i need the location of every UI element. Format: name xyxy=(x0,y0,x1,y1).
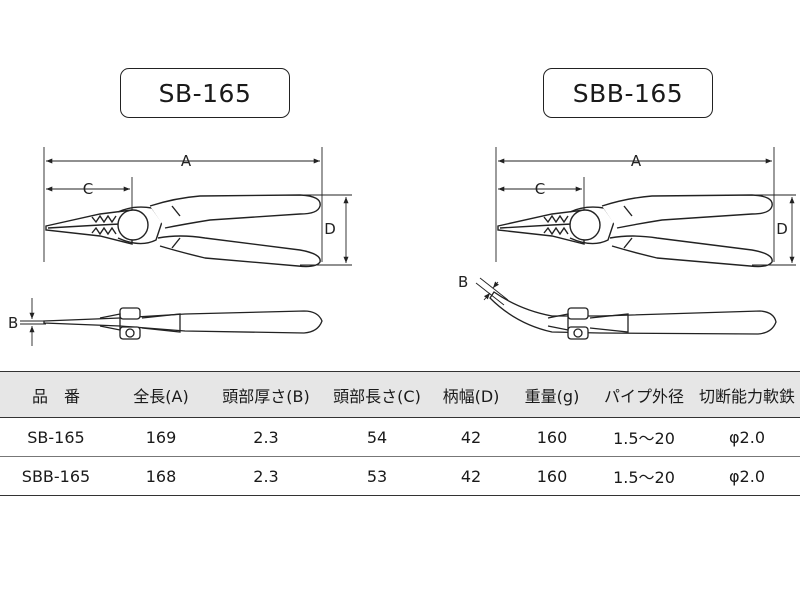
technical-drawings: A C D B A C D xyxy=(8,147,796,346)
pliers-top-view-left xyxy=(45,194,321,268)
table-row: SBB-165 168 2.3 53 42 160 1.5～20 φ2.0 xyxy=(0,456,800,496)
cell-pipe-diameter: 1.5～20 xyxy=(594,417,694,457)
dim-label-b-right: B xyxy=(458,273,468,291)
dimension-lines-right xyxy=(495,147,796,266)
dim-label-c-left: C xyxy=(83,180,93,198)
table-header-row: 品 番 全長(A) 頭部厚さ(B) 頭部長さ(C) 柄幅(D) 重量(g) パイ… xyxy=(0,371,800,418)
cell-handle-width: 42 xyxy=(432,456,510,496)
header-weight: 重量(g) xyxy=(510,371,594,418)
dim-label-c-right: C xyxy=(535,180,545,198)
cell-total-length: 168 xyxy=(112,456,210,496)
model-label-sbb-165: SBB-165 xyxy=(543,68,713,118)
cell-head-length: 54 xyxy=(322,417,432,457)
header-total-length: 全長(A) xyxy=(112,371,210,418)
header-cutting-capacity: 切断能力軟鉄 xyxy=(694,371,800,418)
cell-cutting-capacity: φ2.0 xyxy=(694,417,800,457)
spec-table: 品 番 全長(A) 頭部厚さ(B) 頭部長さ(C) 柄幅(D) 重量(g) パイ… xyxy=(0,371,800,496)
pivot-circle xyxy=(569,209,601,241)
bent-pliers-side-view-right xyxy=(489,291,777,340)
cell-weight: 160 xyxy=(510,417,594,457)
cell-part-number: SBB-165 xyxy=(0,456,112,496)
cell-handle-width: 42 xyxy=(432,417,510,457)
dim-label-d-left: D xyxy=(324,220,336,238)
pliers-top-view-right xyxy=(497,194,773,268)
cell-total-length: 169 xyxy=(112,417,210,457)
table-row: SB-165 169 2.3 54 42 160 1.5～20 φ2.0 xyxy=(0,417,800,457)
cell-head-length: 53 xyxy=(322,456,432,496)
model-label-sb-165: SB-165 xyxy=(120,68,290,118)
dim-label-b-left: B xyxy=(8,314,18,332)
dimension-b-left xyxy=(20,298,46,346)
cell-pipe-diameter: 1.5～20 xyxy=(594,456,694,496)
dimension-b-right xyxy=(475,277,509,306)
header-part-number: 品 番 xyxy=(0,371,112,418)
cell-part-number: SB-165 xyxy=(0,417,112,457)
header-head-thickness: 頭部厚さ(B) xyxy=(210,371,322,418)
cell-head-thickness: 2.3 xyxy=(210,456,322,496)
cell-cutting-capacity: φ2.0 xyxy=(694,456,800,496)
cell-weight: 160 xyxy=(510,456,594,496)
dimension-lines-left xyxy=(43,147,352,266)
header-handle-width: 柄幅(D) xyxy=(432,371,510,418)
header-pipe-diameter: パイプ外径 xyxy=(594,371,694,418)
dim-label-a-right: A xyxy=(631,152,642,170)
cell-head-thickness: 2.3 xyxy=(210,417,322,457)
header-head-length: 頭部長さ(C) xyxy=(322,371,432,418)
dim-label-a-left: A xyxy=(181,152,192,170)
dim-label-d-right: D xyxy=(776,220,788,238)
pliers-side-view-left xyxy=(43,307,323,340)
pivot-circle xyxy=(117,209,149,241)
